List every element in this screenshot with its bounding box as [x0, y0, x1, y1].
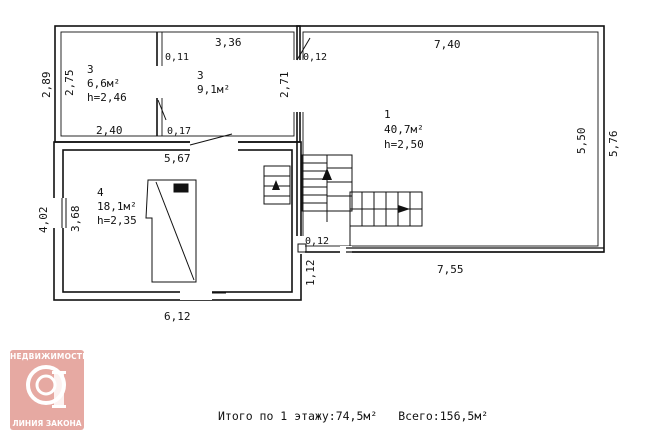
dim-1-12: 1,12: [304, 260, 317, 287]
dim-4-02: 4,02: [37, 207, 50, 234]
room-4-area: 18,1м²: [97, 200, 137, 213]
dim-5-76: 5,76: [607, 131, 620, 158]
stairs-right-arrow: [398, 205, 410, 213]
column-bottom: [297, 243, 307, 253]
area-totals: Итого по 1 этажу:74,5м² Всего:156,5м²: [218, 409, 502, 423]
logo-top-text: НЕДВИЖИМОСТЬ: [10, 352, 84, 361]
room-3b-number: 3: [197, 69, 204, 82]
room-4-number: 4: [97, 186, 104, 199]
walls: [53, 25, 605, 301]
dim-2-71: 2,71: [278, 72, 291, 99]
doors: [61, 37, 311, 294]
dim-2-89: 2,89: [40, 72, 53, 99]
room-3a-area: 6,6м²: [87, 77, 120, 90]
stairs-left: [301, 154, 353, 222]
stairs-left-arrow: [322, 168, 332, 180]
dim-3-68: 3,68: [69, 206, 82, 233]
dim-7-55: 7,55: [437, 263, 464, 276]
room-1-label: 1 40,7м² h=2,50: [384, 108, 424, 151]
stairs-right: [349, 191, 423, 246]
stairs-room4-arrow: [272, 180, 280, 190]
dim-5-50: 5,50: [575, 128, 588, 155]
logo-bottom-text: ЛИНИЯ ЗАКОНА: [12, 419, 82, 428]
furniture-room4: [145, 179, 197, 283]
door-openings: [42, 60, 352, 300]
agency-logo: НЕДВИЖИМОСТЬ ЛИНИЯ ЗАКОНА: [10, 350, 84, 430]
dim-3-36: 3,36: [215, 36, 242, 49]
dim-0-17: 0,17: [167, 126, 191, 137]
dim-2-40: 2,40: [96, 124, 123, 137]
room-3a-height: h=2,46: [87, 91, 127, 104]
room-1-height: h=2,50: [384, 138, 424, 151]
dim-7-40: 7,40: [434, 38, 461, 51]
room-1-number: 1: [384, 108, 391, 121]
room-3b-label: 3 9,1м²: [197, 69, 230, 96]
grand-total: Всего:156,5м²: [398, 409, 489, 423]
room-4-label: 4 18,1м² h=2,35: [97, 186, 137, 227]
dim-0-12-top: 0,12: [303, 52, 327, 63]
dim-0-11: 0,11: [165, 52, 189, 63]
logo-emblem-icon: [26, 365, 66, 408]
room-3a-label: 3 6,6м² h=2,46: [87, 63, 127, 104]
dim-0-12-bottom: 0,12: [305, 236, 329, 247]
room-3b-area: 9,1м²: [197, 83, 230, 96]
room-4-height: h=2,35: [97, 214, 137, 227]
dim-5-67: 5,67: [164, 152, 191, 165]
dim-6-12: 6,12: [164, 310, 191, 323]
dim-2-75: 2,75: [63, 70, 76, 97]
dimension-labels: 3,36 7,40 0,11 0,12 2,89 2,75 2,71 2,40 …: [37, 36, 620, 323]
room-1-area: 40,7м²: [384, 123, 424, 136]
floor-total: Итого по 1 этажу:74,5м²: [218, 409, 378, 423]
room-3a-number: 3: [87, 63, 94, 76]
balcony-rail: [346, 247, 604, 253]
